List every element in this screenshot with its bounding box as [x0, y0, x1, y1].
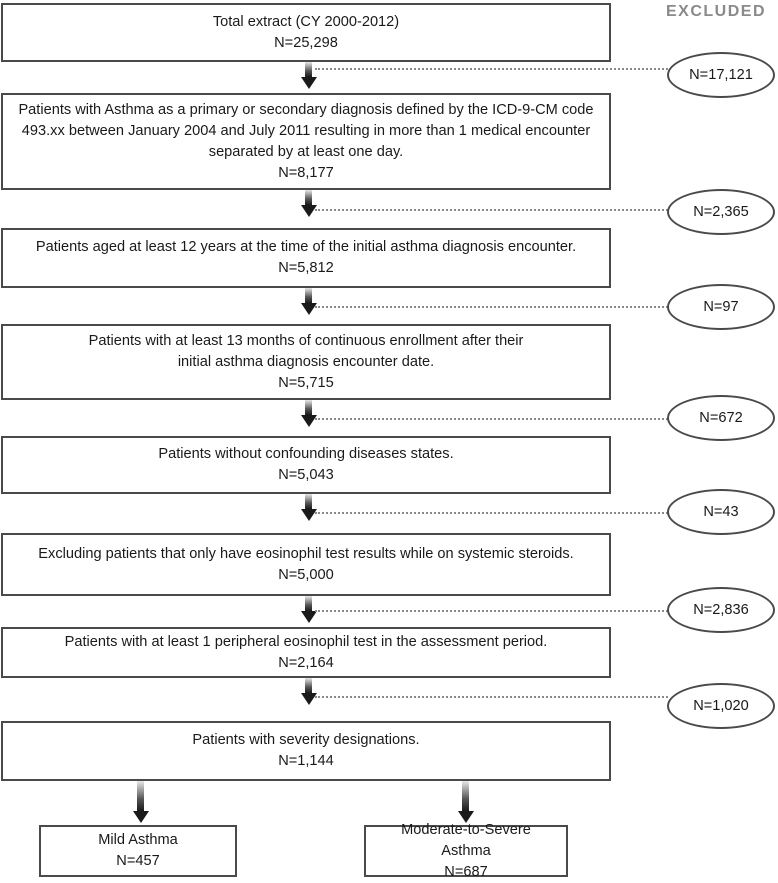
arrowhead-8a [133, 811, 149, 823]
exclusion-oval-1: N=17,121 [667, 52, 775, 98]
step-8-count: N=1,144 [278, 753, 334, 769]
step-4-count: N=5,715 [278, 374, 334, 391]
step-8-description: Patients with severity designations. [192, 732, 420, 748]
arrowhead-5 [301, 509, 317, 521]
arrowhead-3 [301, 303, 317, 315]
exclusion-line-2 [315, 209, 668, 211]
connector-6 [305, 596, 312, 611]
step-box-1: Total extract (CY 2000-2012) N=25,298 [1, 3, 611, 62]
step-4-description: Patients with at least 13 months of cont… [88, 332, 524, 370]
connector-7 [305, 678, 312, 693]
step-7-count: N=2,164 [278, 654, 334, 671]
step-5-description: Patients without confounding diseases st… [158, 446, 454, 462]
step-box-7: Patients with at least 1 peripheral eosi… [1, 627, 611, 678]
outcome-moderate-severe-count: N=687 [444, 863, 488, 880]
step-3-description: Patients aged at least 12 years at the t… [35, 239, 577, 255]
arrowhead-6 [301, 611, 317, 623]
connector-4 [305, 400, 312, 415]
connector-2 [305, 190, 312, 205]
step-5-count: N=5,043 [278, 467, 334, 483]
step-box-3: Patients aged at least 12 years at the t… [1, 228, 611, 288]
outcome-box-mild: Mild Asthma N=457 [39, 825, 237, 877]
connector-8a [137, 781, 144, 811]
step-1-count: N=25,298 [274, 34, 338, 51]
connector-8b [462, 781, 469, 811]
exclusion-line-4 [315, 418, 668, 420]
exclusion-line-6 [315, 610, 668, 612]
outcome-mild-count: N=457 [116, 853, 160, 869]
exclusion-oval-4: N=672 [667, 395, 775, 441]
step-box-6: Excluding patients that only have eosino… [1, 533, 611, 596]
exclusion-oval-2: N=2,365 [667, 189, 775, 235]
exclusion-oval-3: N=97 [667, 284, 775, 330]
exclusion-oval-6: N=2,836 [667, 587, 775, 633]
arrowhead-8b [458, 811, 474, 823]
outcome-moderate-severe-description: Moderate-to-Severe Asthma [401, 821, 531, 859]
step-box-5: Patients without confounding diseases st… [1, 436, 611, 494]
step-7-description: Patients with at least 1 peripheral eosi… [64, 633, 548, 650]
step-box-4: Patients with at least 13 months of cont… [1, 324, 611, 400]
exclusion-line-3 [315, 306, 668, 308]
outcome-mild-description: Mild Asthma [98, 832, 178, 848]
exclusion-oval-7: N=1,020 [667, 683, 775, 729]
step-6-count: N=5,000 [278, 566, 334, 583]
arrowhead-4 [301, 415, 317, 427]
connector-3 [305, 288, 312, 303]
exclusion-line-7 [315, 696, 668, 698]
step-box-8: Patients with severity designations. N=1… [1, 721, 611, 781]
step-1-description: Total extract (CY 2000-2012) [212, 13, 400, 30]
exclusion-line-5 [315, 512, 668, 514]
step-2-description: Patients with Asthma as a primary or sec… [18, 101, 594, 160]
arrowhead-2 [301, 205, 317, 217]
exclusion-line-1 [315, 68, 668, 70]
arrowhead-1 [301, 77, 317, 89]
step-3-count: N=5,812 [278, 260, 334, 276]
outcome-box-moderate-severe: Moderate-to-Severe Asthma N=687 [364, 822, 568, 880]
step-2-count: N=8,177 [278, 164, 334, 181]
exclusion-oval-5: N=43 [667, 489, 775, 535]
arrowhead-7 [301, 693, 317, 705]
excluded-header: EXCLUDED [666, 3, 767, 20]
step-6-description: Excluding patients that only have eosino… [38, 545, 574, 562]
step-box-2: Patients with Asthma as a primary or sec… [1, 93, 611, 190]
connector-1 [305, 62, 312, 77]
connector-5 [305, 494, 312, 509]
